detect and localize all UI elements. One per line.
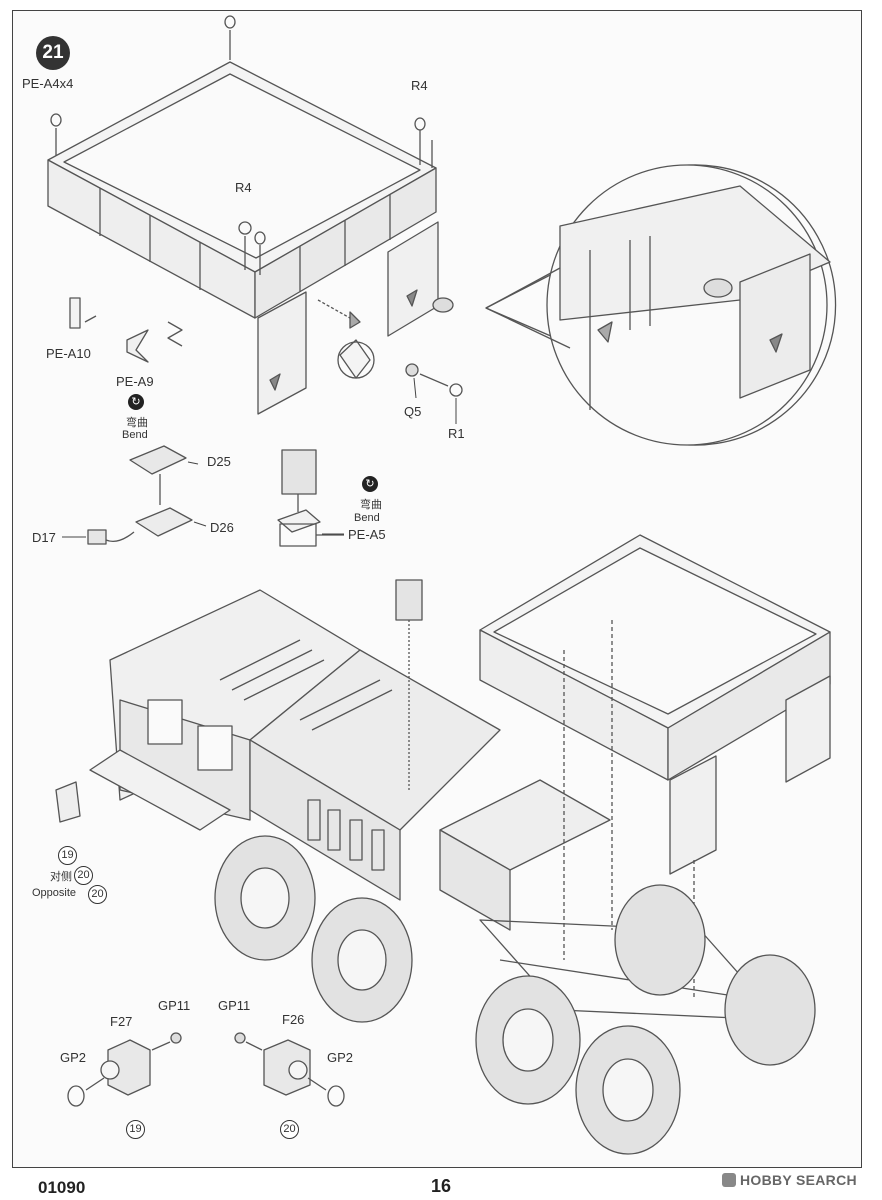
jerry-can-parts [87,445,344,547]
label-f27: F27 [110,1014,133,1029]
label-f26: F26 [282,1012,305,1027]
cargo-bed-bottom [479,534,831,1000]
label-bend-en-2: Bend [354,512,380,524]
label-gp11-right: GP11 [218,998,251,1013]
leader-lines [62,377,457,538]
label-r4-top: R4 [411,78,428,93]
label-opposite-cn: 对侧 [50,871,72,883]
watermark-text: HOBBY SEARCH [740,1172,857,1188]
label-gp2-left: GP2 [60,1050,87,1065]
ref-20-bottom: 20 [280,1120,299,1139]
label-gp11-left: GP11 [158,998,191,1013]
ref-19-main: 19 [58,846,77,865]
label-opposite-en: Opposite [32,887,77,899]
pe-parts [69,297,463,397]
ref-20-en: 20 [88,885,107,904]
label-d17: D17 [32,530,56,545]
page-number: 16 [431,1176,452,1196]
wheels [214,835,816,1155]
ref-20-cn: 20 [74,866,93,885]
sub-assemblies [67,1032,345,1107]
label-r1: R1 [448,426,465,441]
label-q5: Q5 [404,404,422,419]
ref-19-bottom: 19 [126,1120,145,1139]
label-gp2-right: GP2 [327,1050,354,1065]
watermark-logo-icon [722,1173,736,1187]
label-pe-a5: PE-A5 [348,527,386,542]
watermark: HOBBY SEARCH [722,1172,857,1188]
bend-arrow-icon: ↻ [128,394,144,410]
cargo-bed-top [47,15,454,415]
bend-arrow-icon-2: ↻ [362,476,378,492]
label-bend-en-1: Bend [122,429,148,441]
label-bend-cn-2: 弯曲 [360,499,382,511]
detail-callout [485,164,837,446]
label-pe-a4x4: PE-A4x4 [22,76,74,91]
step-number-badge: 21 [36,36,70,70]
label-bend-cn-1: 弯曲 [126,417,148,429]
truck-body [55,579,781,1021]
label-pe-a9: PE-A9 [116,374,154,389]
label-d25: D25 [207,454,231,469]
label-d26: D26 [210,520,234,535]
label-r4-mid: R4 [235,180,252,195]
product-code: 01090 [38,1178,86,1197]
label-pe-a10: PE-A10 [46,346,91,361]
